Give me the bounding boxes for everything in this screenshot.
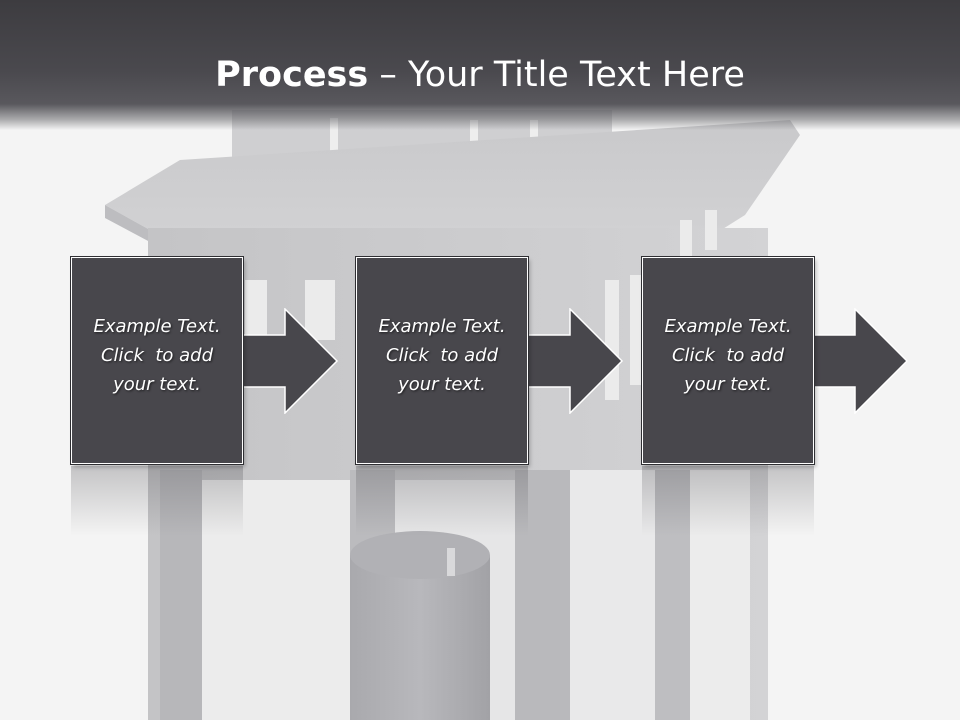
step-1-text[interactable]: Example Text. Click to add your text. [72,312,242,399]
step-2-reflection [356,466,528,536]
step-text-line: your text. [398,374,486,395]
title-rest-text: Your Title Text Here [407,55,745,95]
step-text-line: your text. [113,374,201,395]
step-1-reflection [71,466,243,536]
slide-title[interactable]: Process – Your Title Text Here [0,55,960,95]
step-text-line: Click to add [385,345,498,366]
step-text-line: Click to add [100,345,213,366]
right-arrow-icon [243,308,339,414]
step-text-line: Click to add [671,345,784,366]
step-3-text[interactable]: Example Text. Click to add your text. [643,312,813,399]
process-step-2[interactable]: Example Text. Click to add your text. [356,257,528,464]
step-text-line: Example Text. [378,316,506,337]
process-step-3[interactable]: Example Text. Click to add your text. [642,257,814,464]
process-step-1[interactable]: Example Text. Click to add your text. [71,257,243,464]
step-3-reflection [642,466,814,536]
step-text-line: your text. [684,374,772,395]
title-bold-text: Process [215,55,369,95]
right-arrow-icon [528,308,624,414]
title-band [0,0,960,130]
title-separator: – [368,55,408,95]
step-text-line: Example Text. [664,316,792,337]
step-text-line: Example Text. [93,316,221,337]
right-arrow-icon [813,308,909,414]
step-2-text[interactable]: Example Text. Click to add your text. [357,312,527,399]
